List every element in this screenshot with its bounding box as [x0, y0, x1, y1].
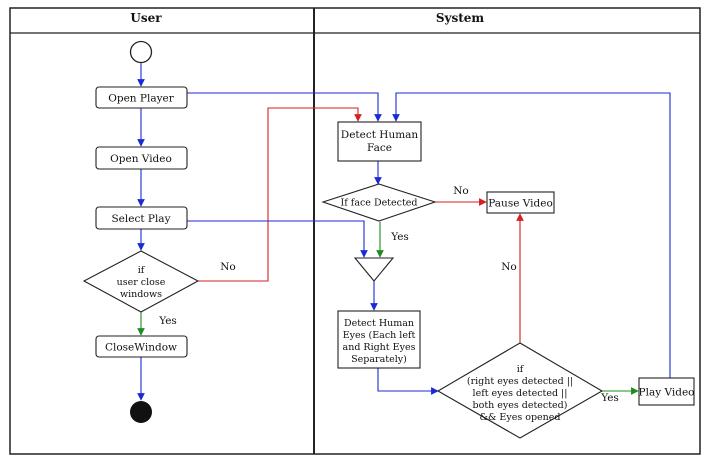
start-node — [129, 40, 153, 64]
detect-face-line-2: Face — [367, 142, 392, 154]
open-video-label: Open Video — [110, 153, 172, 165]
user-close-line-3: windows — [120, 289, 162, 300]
eyes-condition-line-2: (right eyes detected || — [467, 376, 573, 387]
play-video-action: Play Video — [638, 377, 695, 406]
merge-node — [353, 257, 395, 282]
user-close-line-1: if — [138, 265, 146, 276]
eyes-condition-decision: if (right eyes detected || left eyes det… — [436, 342, 604, 439]
detect-eyes-line-4: Separately) — [351, 354, 407, 365]
close-window-action: CloseWindow — [95, 335, 188, 358]
edge-detect-eyes-to-eyes-decision — [377, 368, 439, 395]
detect-face-action: Detect Human Face — [337, 121, 422, 162]
edge-select-play-to-merge — [187, 220, 368, 258]
user-close-line-2: user close — [117, 277, 166, 288]
edge-close-no-to-detect-face — [198, 107, 362, 282]
detect-eyes-action: Detect Human Eyes (Each left and Right E… — [337, 310, 421, 369]
eyes-condition-line-3: left eyes detected || — [473, 388, 568, 399]
edge-label-eyes-no: No — [501, 261, 517, 273]
lane-title-system: System — [436, 11, 485, 25]
detect-eyes-line-1: Detect Human — [344, 318, 414, 329]
open-video-action: Open Video — [95, 146, 188, 170]
open-player-label: Open Player — [108, 93, 174, 105]
detect-eyes-line-2: Eyes (Each left — [343, 330, 416, 341]
swimlane-frame — [9, 7, 701, 455]
end-node — [130, 401, 152, 423]
face-detected-label: If face Detected — [341, 198, 418, 209]
face-detected-decision: If face Detected — [321, 183, 437, 222]
edge-label-eyes-yes: Yes — [600, 392, 619, 404]
detect-face-line-1: Detect Human — [341, 129, 419, 141]
select-play-action: Select Play — [95, 206, 188, 230]
detect-eyes-line-3: and Right Eyes — [343, 342, 416, 353]
edge-label-face-no: No — [453, 185, 469, 197]
edge-label-close-yes: Yes — [158, 315, 177, 327]
eyes-condition-line-5: && Eyes opened — [480, 412, 561, 423]
play-video-label: Play Video — [639, 387, 695, 399]
pause-video-label: Pause Video — [488, 198, 553, 210]
user-close-decision: if user close windows — [82, 250, 200, 313]
pause-video-action: Pause Video — [486, 191, 555, 214]
eyes-condition-line-4: both eyes detected) — [473, 400, 568, 411]
lane-title-user: User — [130, 11, 162, 25]
edge-play-video-to-detect-face — [392, 92, 671, 378]
edge-open-player-to-detect-face — [187, 92, 382, 122]
open-player-action: Open Player — [95, 86, 188, 109]
select-play-label: Select Play — [111, 213, 170, 225]
edge-label-close-no: No — [220, 261, 236, 273]
edge-label-face-yes: Yes — [390, 231, 409, 243]
close-window-label: CloseWindow — [105, 342, 177, 354]
eyes-condition-line-1: if — [517, 364, 525, 375]
